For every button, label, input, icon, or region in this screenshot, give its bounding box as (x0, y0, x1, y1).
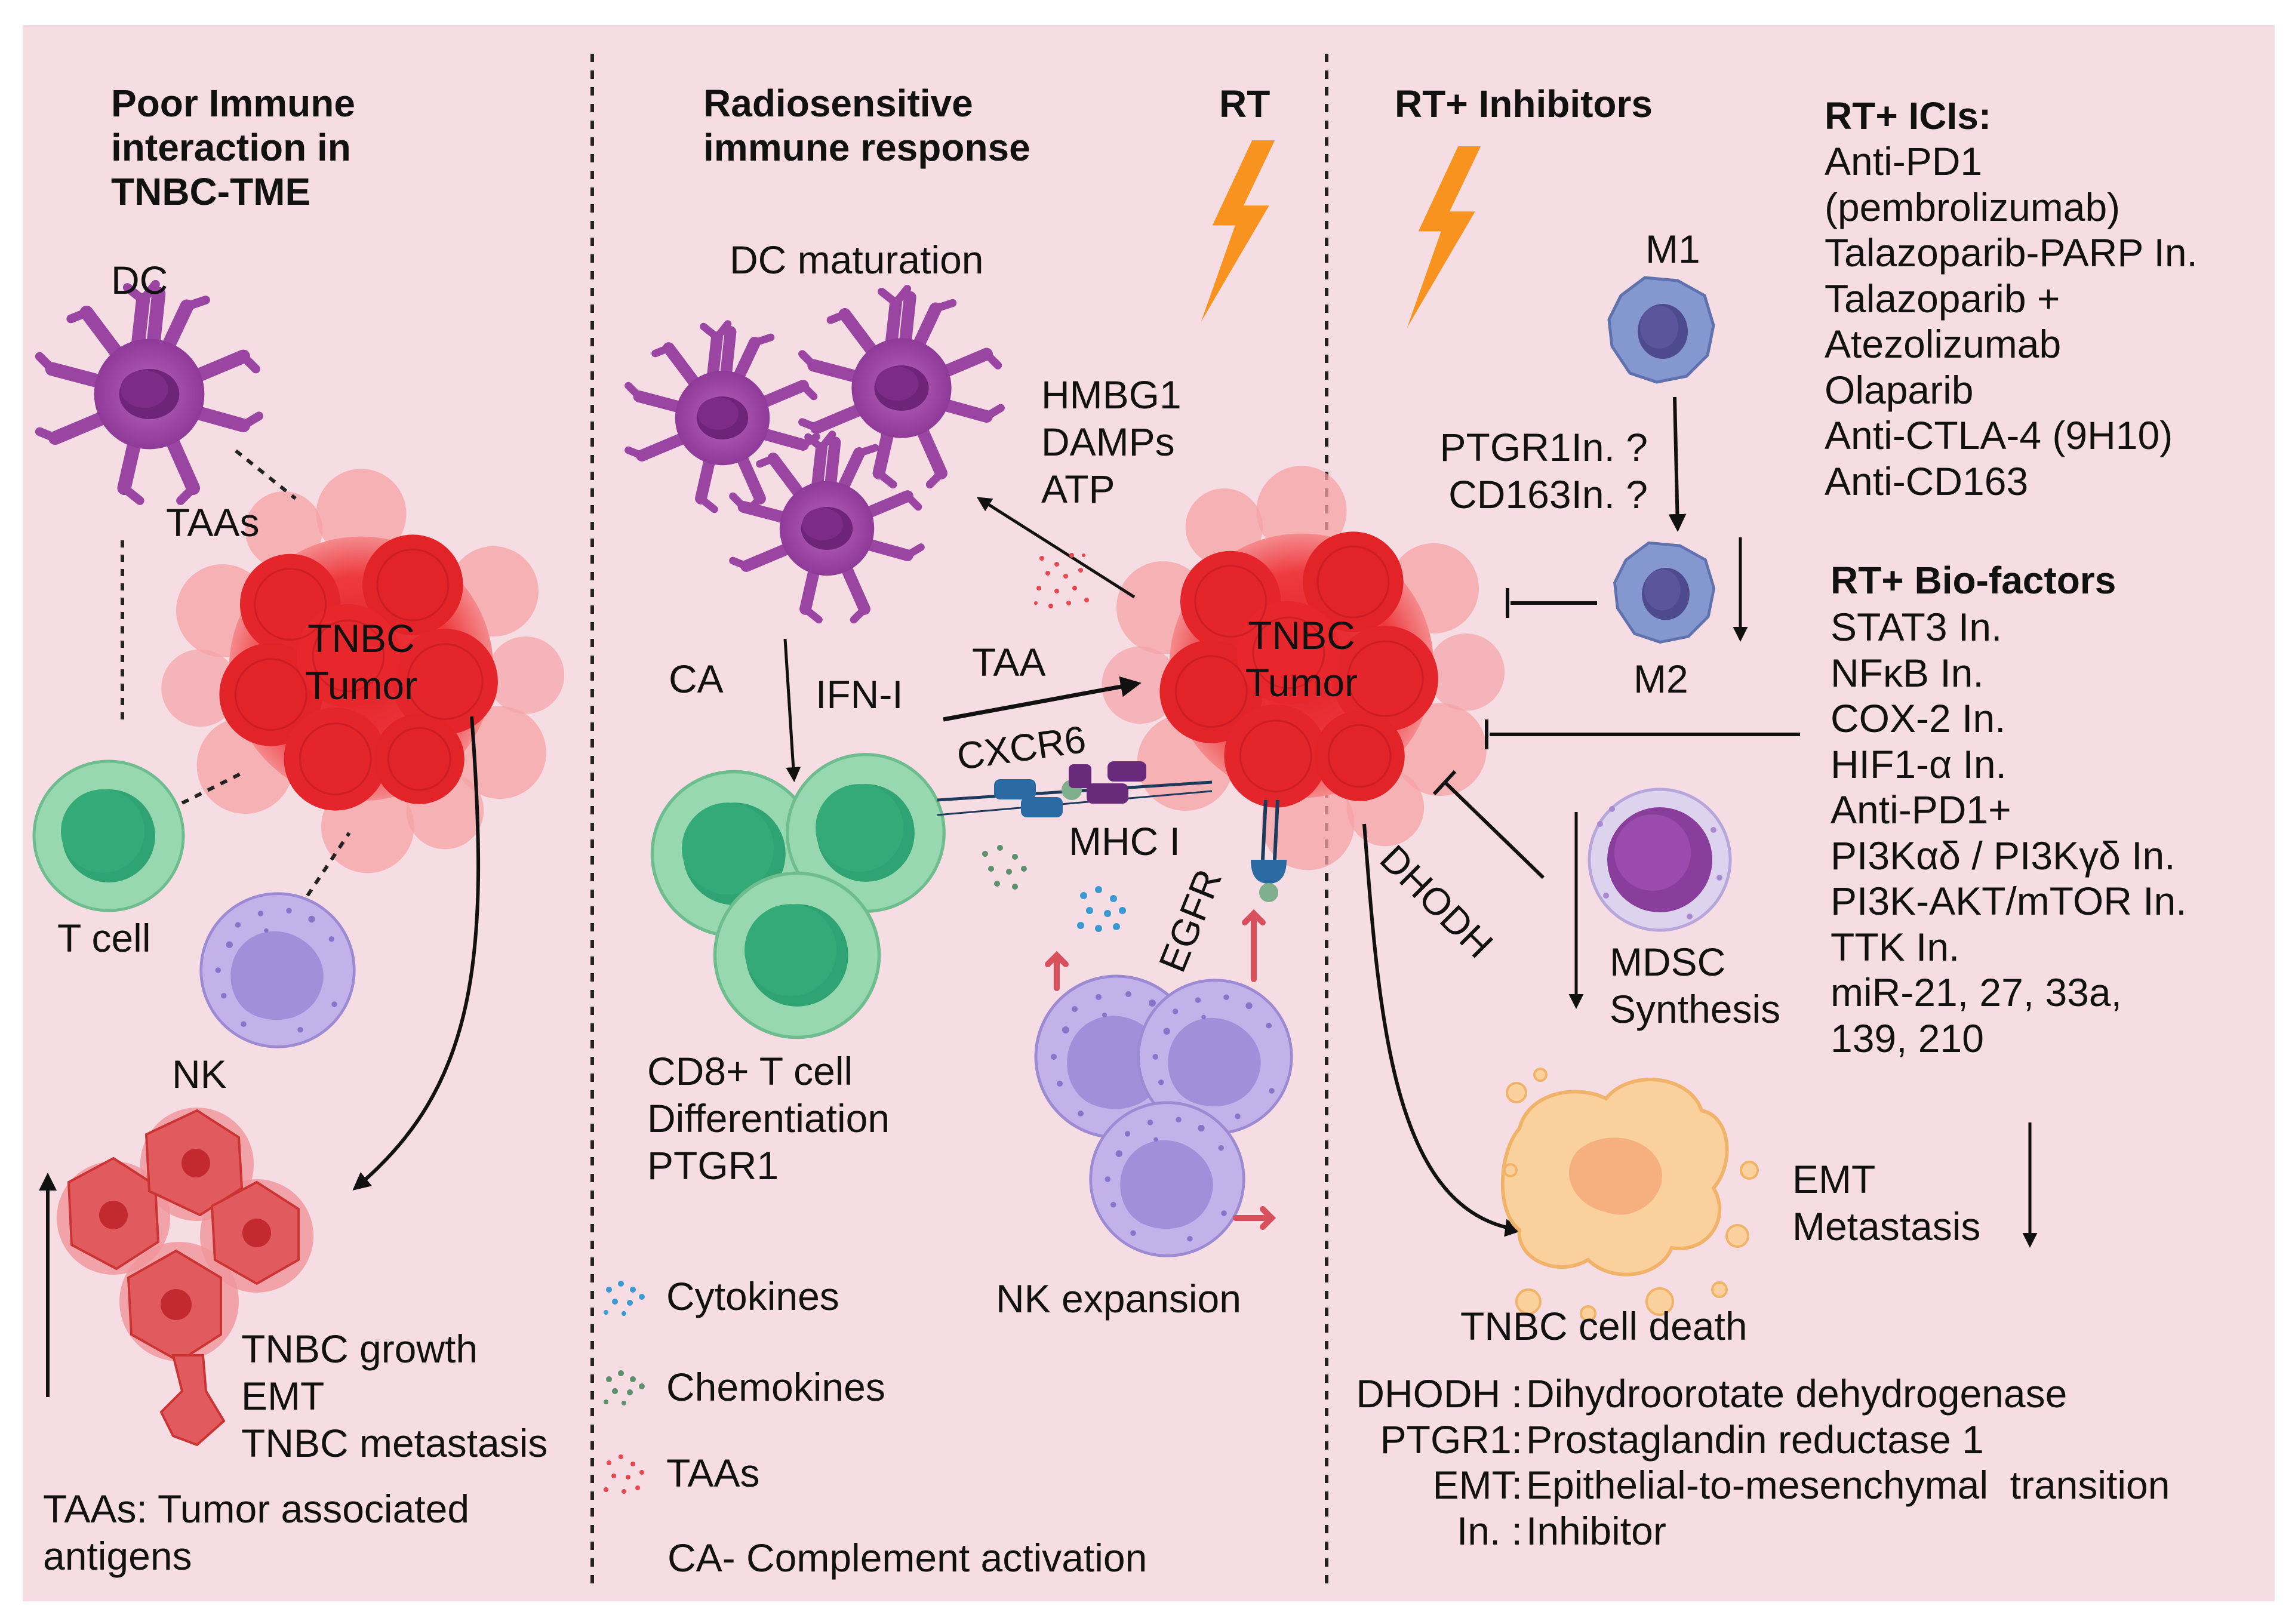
inhibitors-question: PTGR1In. ? CD163In. ? (1439, 425, 1648, 517)
right-panel-title: RT+ Inhibitors (1395, 82, 1653, 125)
chemokine-dots (982, 845, 1027, 890)
death-arrow (1362, 823, 1523, 1237)
legend-chemokines: Chemokines (666, 1365, 885, 1409)
legend-cytokines: Cytokines (666, 1274, 839, 1318)
nk-label: NK (172, 1052, 227, 1096)
left-panel-title: Poor Immune interaction in TNBC-TME (111, 82, 355, 214)
left-t-cell (34, 761, 183, 911)
rt-label: RT (1219, 82, 1270, 125)
growth-label: TNBC growth EMT TNBC metastasis (241, 1327, 548, 1466)
icis-title: RT+ ICIs: (1825, 94, 1992, 137)
nk-expansion-cells (1036, 909, 1291, 1256)
middle-panel-title: Radiosensitive immune response (703, 82, 1030, 170)
left-nk-cell (201, 894, 355, 1047)
egfr-receptor (1251, 799, 1287, 902)
taa-dots (1034, 553, 1089, 608)
legend-chemokine-dots (604, 1370, 645, 1405)
cxcr6-mhc-complex (937, 761, 1213, 817)
m2-label: M2 (1633, 657, 1688, 701)
taa-label: TAA (972, 640, 1046, 684)
dhodh-inhibit-line (1432, 770, 1545, 879)
mdsc-cell (1588, 788, 1732, 932)
m2-inhibit-line (1506, 588, 1597, 618)
glossary-values: Dihydroorotate dehydrogenase Prostagland… (1526, 1371, 2170, 1553)
m1-macrophage (1609, 278, 1713, 382)
m1-to-m2-arrow (1668, 396, 1687, 532)
glossary-keys: DHODH : PTGR1: EMT: In. : (1356, 1371, 1522, 1553)
icis-list: Anti-PD1 (pembrolizumab) Talazoparib-PAR… (1825, 139, 2198, 503)
nk-expansion-label: NK expansion (996, 1277, 1241, 1321)
taas-label: TAAs (166, 500, 260, 545)
legend-taa-dots (604, 1454, 644, 1494)
dc-label: DC (111, 258, 168, 302)
cell-death-label: TNBC cell death (1460, 1304, 1748, 1348)
cytokine-dots-mid (1077, 886, 1126, 932)
ifn-label: IFN-I (816, 672, 903, 716)
taas-footnote: TAAs: Tumor associated antigens (43, 1487, 470, 1579)
left-tumor-label: TNBC Tumor (304, 616, 418, 708)
m1-label: M1 (1645, 227, 1700, 271)
damps-label: HMBG1 DAMPs ATP (1041, 373, 1182, 512)
mdsc-label: MDSC Synthesis (1610, 940, 1781, 1032)
bio-list: STAT3 In. NFκB In. COX-2 In. HIF1-α In. … (1831, 605, 2187, 1060)
emt-metastasis-label: EMT Metastasis (1792, 1157, 1981, 1249)
dc-to-tcell-arrow (783, 638, 801, 782)
dc-maturation-label: DC maturation (730, 238, 984, 282)
damps-arrow (976, 497, 1136, 599)
cd8-label: CD8+ T cell Differentiation PTGR1 (647, 1049, 890, 1188)
left-interaction-lines (121, 449, 351, 897)
taa-arrow (943, 676, 1142, 722)
ca-label: CA (669, 657, 724, 701)
left-growth-arrow (352, 716, 481, 1191)
mhc-label: MHC I (1069, 819, 1180, 863)
t-cell-label: T cell (57, 916, 151, 960)
bio-inhibit-line (1485, 719, 1800, 749)
bio-title: RT+ Bio-factors (1831, 559, 2116, 602)
m2-macrophage (1615, 543, 1714, 642)
legend-taas: TAAs (666, 1451, 760, 1495)
ca-footnote: CA- Complement activation (667, 1536, 1148, 1580)
metastasis-cluster (57, 1108, 313, 1447)
legend-cytokine-dots (604, 1281, 645, 1316)
middle-tumor-label: TNBC Tumor (1245, 613, 1358, 705)
dead-tumor-cell (1500, 1068, 1759, 1322)
